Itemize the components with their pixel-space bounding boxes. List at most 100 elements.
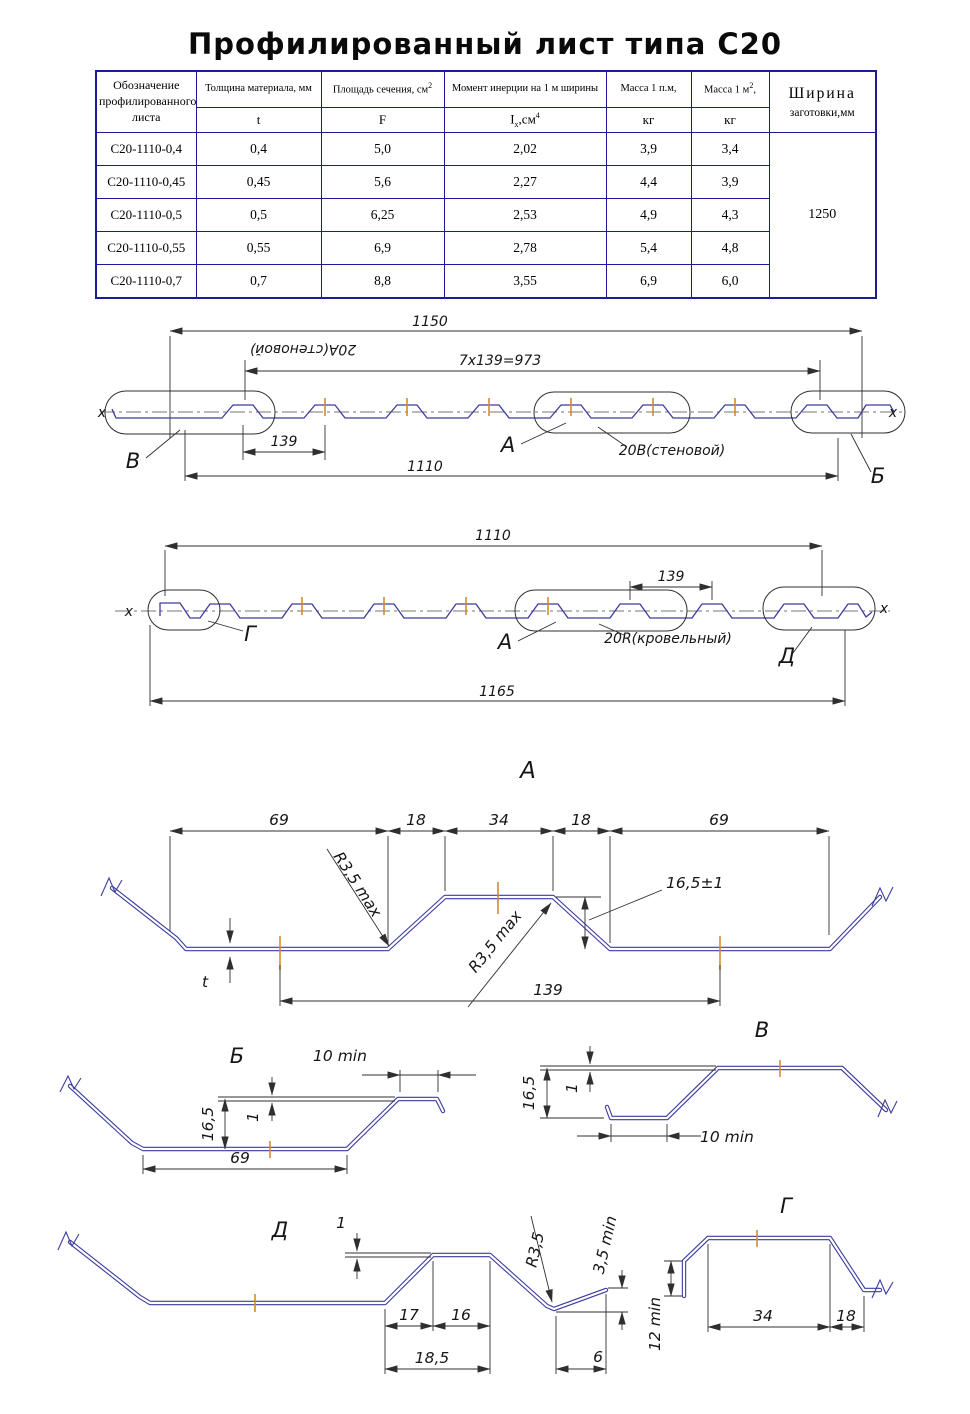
hem-35min-label: 3,5 min: [590, 1214, 621, 1275]
detail-d-hem-height-dim: 3,5 min: [556, 1214, 628, 1330]
dim-18-left: 18: [406, 811, 426, 829]
col-header-blank-width: Ширина заготовки,мм: [768, 70, 877, 133]
wall-axis-label-left: x: [97, 405, 107, 421]
thickness-t-label: t: [202, 973, 209, 991]
inertia-unit: ,см: [518, 110, 536, 126]
callout-a2-leader: [517, 621, 557, 642]
cell-F: 6,9: [320, 230, 445, 265]
lip-10min-label: 10 min: [700, 1128, 754, 1146]
callout-oval-a2: [514, 589, 688, 632]
wall-type-label: 20В(стеновой): [619, 443, 725, 459]
cell-F: 6,25: [320, 197, 445, 232]
table-row: С20-1110-0,7 0,7 8,8 3,55 6,9 6,0: [95, 263, 876, 298]
thickness-1-label: 1: [563, 1083, 581, 1093]
mass-m2-sup: 2: [749, 81, 754, 91]
designation-line1: Обозначение: [113, 78, 180, 93]
dim-34: 34: [489, 811, 509, 829]
detail-v-lip-dim: 10 min: [577, 1124, 754, 1146]
table-row: С20-1110-0,45 0,45 5,6 2,27 4,4 3,9: [95, 164, 876, 199]
area-sup: 2: [428, 81, 433, 91]
cell-t: 0,5: [195, 197, 322, 232]
callout-oval-left: [104, 390, 276, 435]
dim-139-roof-label: 139: [658, 569, 685, 585]
detail-d-rib-dims: 17 16 18,5: [384, 1261, 491, 1374]
detail-a-top-dims: 69 18 34 18 69: [169, 811, 830, 943]
lip-10min-label: 10 min: [313, 1047, 367, 1065]
detail-v-thickness-dim: 1: [563, 1046, 594, 1093]
cell-t: 0,45: [195, 164, 322, 199]
detail-v-height-dim: 16,5: [520, 1065, 716, 1119]
col-header-area: Площадь сечения, см2: [320, 70, 445, 108]
cell-mass-pm: 4,9: [605, 197, 692, 232]
cell-t: 0,4: [195, 131, 322, 166]
detail-v-sheet: [605, 1066, 888, 1120]
roof-callout-g-label: Г: [244, 622, 258, 646]
detail-v-title: В: [755, 1018, 769, 1042]
wall-axis-label-right: x: [888, 405, 898, 421]
flat-69-label: 69: [230, 1149, 250, 1167]
callout-a-leader: [520, 422, 567, 445]
detail-g-title: Г: [780, 1194, 794, 1218]
cell-mass-pm: 4,4: [605, 164, 692, 199]
detail-b-title: Б: [230, 1044, 244, 1068]
break-mark: [59, 1074, 82, 1093]
roof-dim-1165: 1165: [149, 625, 846, 706]
cell-name: С20-1110-0,4: [95, 131, 197, 166]
wall-dim-139: 139: [242, 425, 326, 460]
dim-18-label: 18: [836, 1307, 856, 1325]
callout-oval-g: [147, 589, 221, 631]
hem-6-label: 6: [593, 1348, 603, 1366]
height-165-label: 16,5: [199, 1107, 217, 1142]
detail-d-title: Д: [271, 1218, 288, 1242]
height-label: 16,5±1: [666, 874, 723, 892]
detail-d-hem-width-dim: 6: [555, 1294, 607, 1374]
callout-oval-right: [790, 390, 906, 434]
callout-v-leader: [145, 429, 181, 459]
unit-mass-pm: кг: [605, 106, 692, 133]
dim-69-left: 69: [269, 811, 289, 829]
radius-top-label: R3,5 max: [330, 849, 386, 922]
roof-profile-line: [159, 602, 873, 619]
wall-dim-pitches: 7х139=973: [244, 353, 821, 400]
table-row: С20-1110-0,4 0,4 5,0 2,02 3,9 3,4 1250: [95, 131, 877, 298]
cell-Ix: 2,02: [443, 131, 607, 166]
cell-mass-pm: 6,9: [605, 263, 692, 298]
wall-callout-v-label: В: [126, 449, 140, 473]
dim-34-label: 34: [753, 1307, 773, 1325]
cell-Ix: 2,27: [443, 164, 607, 199]
cell-F: 5,6: [320, 164, 445, 199]
cell-Ix: 3,55: [443, 263, 607, 298]
callout-d-leader: [792, 626, 813, 654]
dim-1165-label: 1165: [479, 684, 515, 700]
detail-a-radius-top: R3,5 max: [326, 849, 390, 947]
detail-d-sheet: [68, 1240, 608, 1311]
inertia-sup: 4: [535, 110, 540, 120]
break-mark-left: [100, 876, 123, 897]
cell-t: 0,55: [195, 230, 322, 265]
mass-m2-comma: ,: [753, 84, 756, 96]
detail-a-title: А: [518, 758, 536, 784]
unit-area: F: [320, 106, 445, 133]
detail-a-sheet: [110, 886, 882, 951]
col-header-thickness: Толщина материала, мм: [195, 70, 322, 108]
dim-139-label: 139: [271, 434, 298, 450]
roof-axis-label-left: x: [124, 604, 134, 620]
roof-name-leader: [598, 623, 625, 636]
detail-b-drawing: Б 10 min 16,5 1 69: [59, 1044, 476, 1174]
page-title: Профилированный лист типа С20: [187, 27, 783, 62]
cell-F: 5,0: [320, 131, 445, 166]
roof-profile-drawing: 1110 139 x x Г А 20R(кровельный) Д: [115, 528, 890, 706]
radius-r35-label: R3,5: [523, 1230, 549, 1269]
spec-table: Обозначение профилированного листа Толщи…: [95, 70, 877, 299]
blank-width-line1: Ширина: [788, 84, 856, 102]
detail-b-lip-dim: 10 min: [313, 1047, 476, 1092]
dim-17-label: 17: [399, 1306, 419, 1324]
roof-axis-label-right: x: [879, 601, 889, 617]
break-mark: [57, 1230, 80, 1251]
callout-oval-middle: [533, 391, 691, 434]
unit-mass-m2: кг: [690, 106, 770, 133]
cell-F: 8,8: [320, 263, 445, 298]
dim-1110-roof-label: 1110: [475, 528, 511, 544]
wall-dim-1150: 1150: [169, 314, 863, 438]
wall-profile-line: [111, 404, 895, 419]
